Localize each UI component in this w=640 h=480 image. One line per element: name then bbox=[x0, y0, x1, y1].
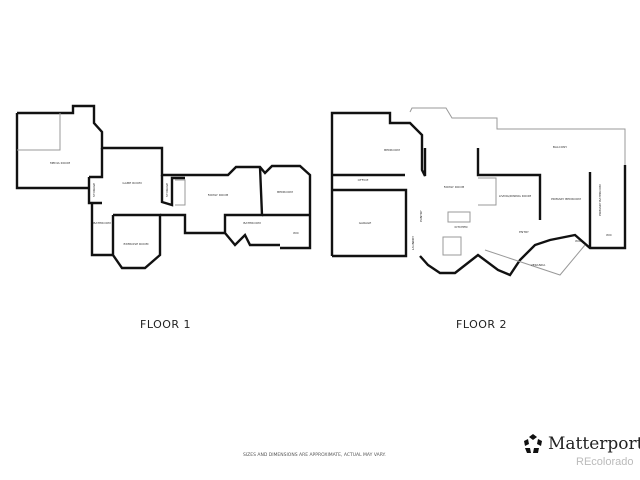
kitchen-island bbox=[447, 211, 471, 223]
wall bbox=[90, 203, 113, 257]
room-label: LAUNDRY bbox=[411, 236, 415, 250]
room-label: PRIMARY BATHROOM bbox=[598, 184, 602, 216]
room-label: VERANDA bbox=[531, 263, 546, 267]
wall bbox=[330, 111, 427, 256]
room-label: BATHROOM bbox=[243, 221, 261, 225]
wall bbox=[17, 104, 185, 177]
kitchen-table bbox=[442, 236, 462, 256]
floor-2-label: FLOOR 2 bbox=[456, 318, 508, 331]
room-label: FAMILY ROOM bbox=[444, 185, 465, 189]
room-label: LIVING/DINING ROOM bbox=[499, 194, 532, 198]
balcony-outline bbox=[409, 107, 626, 165]
room-label: PRIMARY BEDROOM bbox=[551, 197, 581, 201]
room-label: ENTRY bbox=[519, 230, 529, 234]
room-label: BEDROOM bbox=[277, 190, 293, 194]
room-label: STORAGE bbox=[165, 183, 169, 197]
watermark: REcolorado bbox=[576, 456, 634, 468]
disclaimer: SIZES AND DIMENSIONS ARE APPROXIMATE, AC… bbox=[243, 453, 386, 458]
room-label: OFFICE bbox=[358, 178, 369, 182]
room-label: WIC bbox=[575, 239, 581, 243]
wall bbox=[160, 175, 185, 207]
veranda-outline bbox=[484, 244, 586, 276]
room-label: STORAGE bbox=[92, 183, 96, 197]
wall bbox=[185, 164, 312, 250]
room-label: BALCONY bbox=[553, 145, 567, 149]
room-label: WIC bbox=[606, 233, 612, 237]
wall bbox=[160, 213, 225, 235]
wall bbox=[87, 177, 102, 205]
room-label: EXERCISE ROOM bbox=[124, 242, 149, 246]
stairs bbox=[175, 179, 186, 206]
wall bbox=[15, 113, 89, 190]
matterport-logo: Matterport bbox=[522, 433, 640, 455]
room-label: GAME ROOM bbox=[122, 181, 142, 185]
wall bbox=[419, 165, 627, 277]
floor-1-plan: MEDIA ROOM GAME ROOM STORAGE STORAGE FAM… bbox=[15, 104, 312, 270]
room-label: GARAGE bbox=[359, 221, 372, 225]
room-label: BATHROOM bbox=[93, 221, 111, 225]
matterport-icon bbox=[524, 434, 542, 453]
room-label: WIC bbox=[293, 231, 299, 235]
room-label: MEDIA ROOM bbox=[50, 161, 70, 165]
stairs bbox=[478, 177, 497, 206]
wall bbox=[89, 148, 104, 179]
wall bbox=[332, 188, 408, 258]
room-label: KITCHEN bbox=[455, 225, 468, 229]
room-label: FAMILY ROOM bbox=[208, 193, 229, 197]
wall bbox=[476, 148, 500, 177]
wall bbox=[223, 166, 280, 247]
room-label: BEDROOM bbox=[384, 148, 400, 152]
floor-2-plan: BEDROOM OFFICE GARAGE FAMILY ROOM KITCHE… bbox=[330, 107, 627, 277]
wall bbox=[500, 173, 542, 220]
brand-name: Matterport bbox=[548, 434, 640, 454]
wall bbox=[17, 113, 61, 151]
floor-1-label: FLOOR 1 bbox=[140, 318, 192, 331]
room-label: PANTRY bbox=[419, 210, 423, 222]
